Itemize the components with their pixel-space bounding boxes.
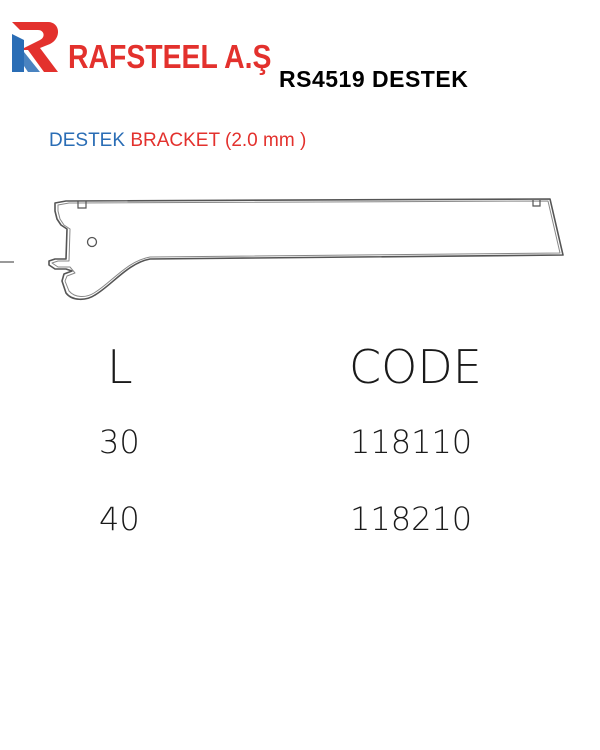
product-title: RS4519 DESTEK [279, 66, 469, 92]
column-header-code: CODE [349, 340, 482, 394]
column-header-length: L [107, 340, 133, 394]
table-cell-code: 118110 [350, 423, 473, 461]
table-cell-length: 30 [99, 423, 140, 461]
table-cell-code: 118210 [350, 500, 473, 538]
subtitle-part-tr: DESTEK [49, 130, 126, 151]
bracket-drawing [0, 185, 600, 320]
brand-name: RAFSTEEL A.Ş [68, 38, 272, 75]
table-cell-length: 40 [99, 500, 140, 538]
company-logo: RAFSTEEL A.Ş [10, 18, 272, 76]
product-subtitle: DESTEK BRACKET (2.0 mm ) [49, 130, 306, 152]
rafsteel-r-logo-icon [12, 22, 59, 72]
subtitle-part-en: BRACKET (2.0 mm ) [130, 130, 307, 151]
bracket-drawing-icon [0, 198, 564, 301]
